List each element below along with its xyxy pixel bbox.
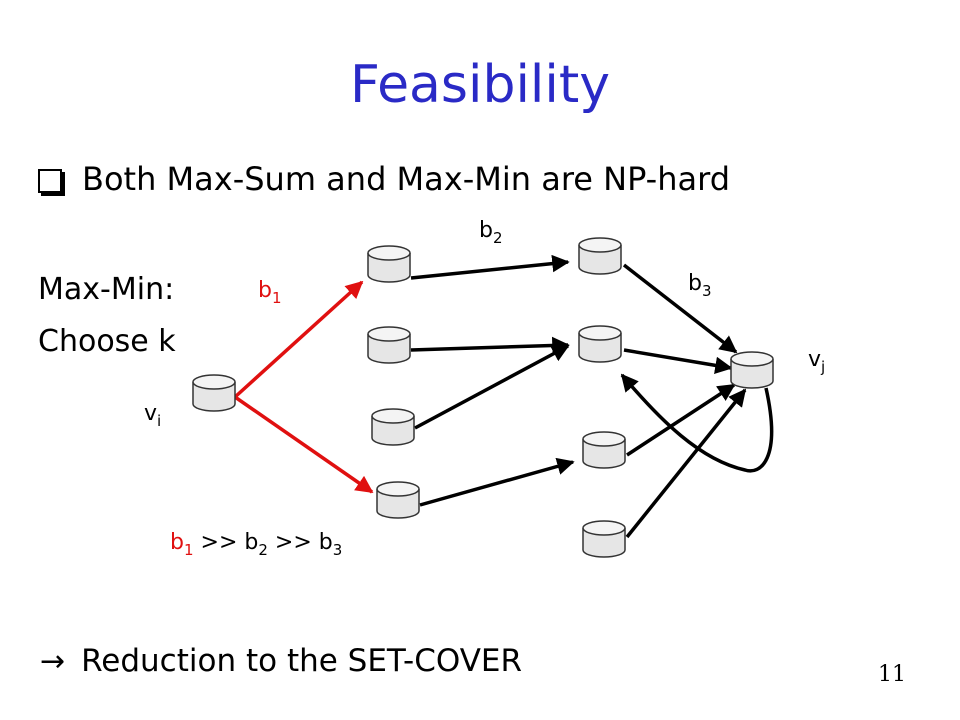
edge-m3-vj (626, 383, 736, 457)
label-b3: b3 (688, 271, 712, 300)
label-vj: vj (808, 347, 825, 376)
edge-l3-m2 (414, 344, 570, 430)
right-arrow-icon: → (40, 643, 66, 679)
edge-l4-m3 (419, 457, 575, 507)
edge-vi-to-bottom (234, 395, 374, 494)
node-mid-3 (582, 431, 626, 469)
edge-vj-loop-back (620, 373, 774, 473)
bullet-text: Both Max-Sum and Max-Min are NP-hard (82, 160, 730, 198)
max-min-label: Max-Min: (38, 272, 175, 307)
node-mid-1 (578, 237, 622, 275)
edge-m1-vj (622, 263, 738, 354)
node-mid-4 (582, 520, 626, 558)
slide-title: Feasibility (350, 55, 610, 115)
label-weight-order: b1 >> b2 >> b3 (170, 530, 342, 559)
bullet-line: Both Max-Sum and Max-Min are NP-hard (38, 160, 730, 198)
edge-l1-m1 (410, 254, 570, 280)
choose-k-label: Choose k (38, 324, 176, 359)
edge-m4-vj (625, 388, 747, 539)
edge-vi-to-top (233, 280, 364, 399)
node-mid-2 (578, 325, 622, 363)
label-b1: b1 (258, 278, 282, 307)
node-vi (192, 374, 236, 412)
node-left-3 (371, 408, 415, 446)
node-vj (730, 351, 774, 389)
node-left-1 (367, 245, 411, 283)
conclusion-text: Reduction to the SET-COVER (81, 643, 523, 679)
edge-l2-m2 (410, 336, 570, 355)
label-b2: b2 (479, 218, 503, 247)
label-vi: vi (144, 401, 161, 430)
node-left-2 (367, 326, 411, 364)
node-left-4 (376, 481, 420, 519)
edge-m2-vj (623, 348, 733, 375)
conclusion-line: → Reduction to the SET-COVER (40, 643, 522, 679)
page-number: 11 (878, 662, 906, 687)
square-bullet-icon (38, 169, 62, 193)
